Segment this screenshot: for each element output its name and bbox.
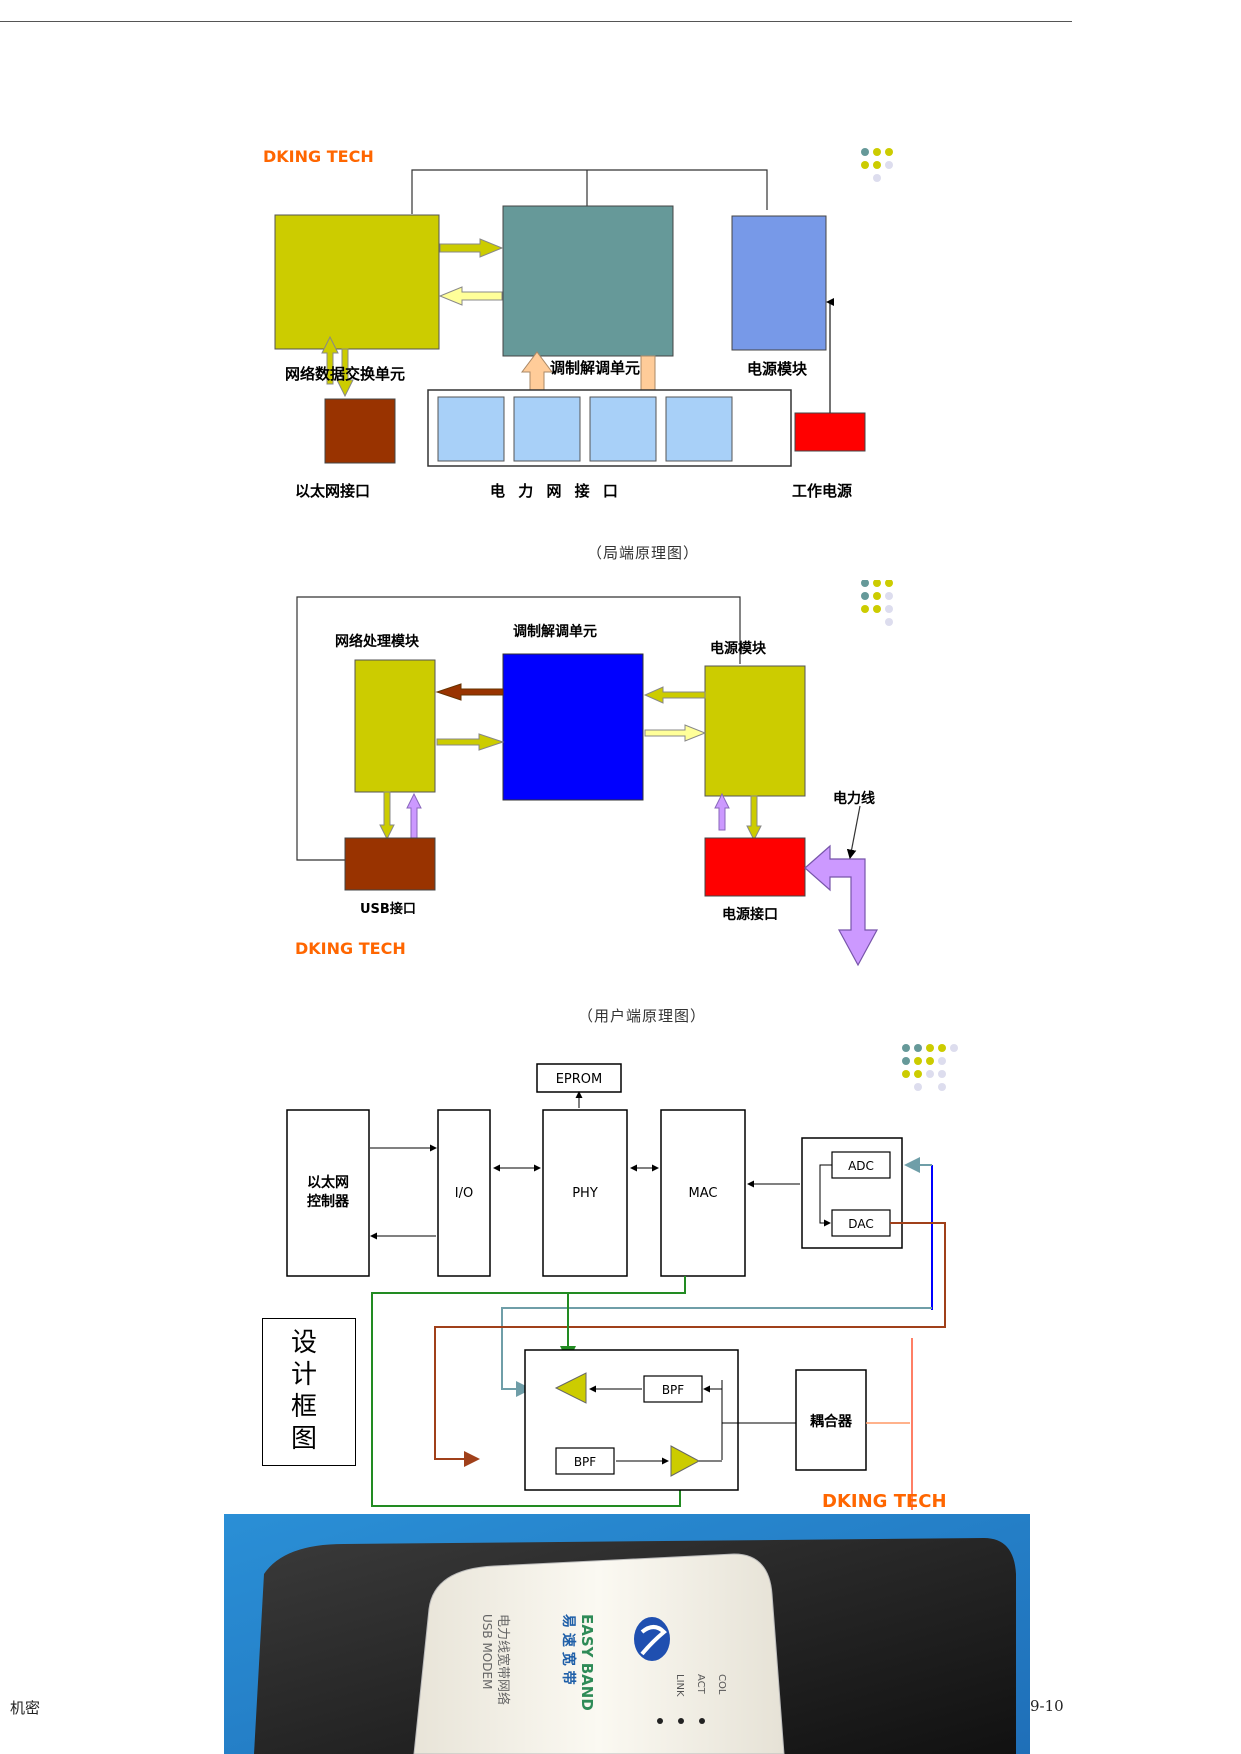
- adc-label: ADC: [848, 1159, 874, 1173]
- brand-logo: DKING TECH: [263, 147, 374, 166]
- footer-right-page: 9-10: [1030, 1697, 1064, 1715]
- logo-text: EASY BAND: [578, 1614, 596, 1711]
- arrow-right: [644, 724, 707, 742]
- dac-block: [831, 1209, 891, 1237]
- dac-label: DAC: [848, 1217, 873, 1231]
- bpf-top-block: [643, 1375, 703, 1403]
- design-frame-label: 设 计 框 图: [262, 1318, 356, 1466]
- product-line-1: 电力线宽带网络: [495, 1614, 511, 1705]
- top-wire: [411, 169, 768, 214]
- modem-block: [502, 653, 644, 801]
- ethernet-ctrl-label-1: 以太网: [307, 1174, 349, 1191]
- mac-block: [660, 1109, 746, 1277]
- brand-text: 易 速 宽 带: [560, 1614, 577, 1685]
- header-rule: [0, 21, 1072, 22]
- led-label-act: ACT: [695, 1674, 706, 1695]
- port-slot: [437, 396, 505, 462]
- power-line-label: 电力线: [833, 790, 875, 807]
- decor-dots: [902, 1044, 958, 1091]
- bpf-bottom-label: BPF: [574, 1455, 596, 1469]
- bpf-bottom-block: [555, 1447, 615, 1475]
- power-module-block: [704, 665, 806, 797]
- ethernet-port-block: [324, 398, 396, 464]
- brand-logo: DKING TECH: [295, 939, 406, 958]
- arrow-right: [439, 238, 504, 258]
- network-module-label: 网络处理模块: [335, 633, 420, 650]
- product-photo: 电力线宽带网络 USB MODEM EASY BAND 易 速 宽 带 LINK…: [224, 1514, 1030, 1754]
- led-label-col: COL: [716, 1674, 727, 1695]
- arrow-left: [435, 683, 504, 701]
- design-block-diagram: EPROM 以太网 控制器 I/O PHY MAC ADC DAC BPF BP…: [286, 1044, 958, 1512]
- arrow-left: [643, 686, 706, 704]
- switch-label: 网络数据交换单元: [285, 365, 405, 383]
- ethernet-ctrl-label-2: 控制器: [307, 1193, 350, 1210]
- phy-block: [542, 1109, 628, 1277]
- switch-unit-block: [274, 214, 440, 350]
- design-frame-text: 设 计 框 图: [291, 1328, 318, 1454]
- network-module-block: [354, 659, 436, 793]
- usb-port-block: [344, 837, 436, 891]
- arrow-up: [321, 335, 339, 385]
- eprom-label: EPROM: [556, 1072, 603, 1087]
- port-slot: [513, 396, 581, 462]
- led-label-link: LINK: [674, 1674, 685, 1697]
- arrow-down: [379, 791, 395, 841]
- user-end-diagram: 网络处理模块 调制解调单元 电源模块 USB接口 电源接口 电力线 DKING …: [295, 580, 893, 967]
- footer-left: 机密: [10, 1699, 41, 1717]
- power-module-label: 电源模块: [747, 360, 808, 378]
- arrow-down: [336, 348, 354, 398]
- central-office-diagram: DKING TECH 网络数据交换单元 调制解调单元 电源模块 以太网接口 电 …: [263, 147, 893, 500]
- ethernet-controller-block: [286, 1109, 370, 1277]
- phy-label: PHY: [572, 1186, 598, 1201]
- product-line-2: USB MODEM: [480, 1614, 494, 1689]
- usb-label: USB接口: [360, 901, 416, 917]
- work-power-label: 工作电源: [792, 482, 852, 500]
- brand-logo: DKING TECH: [822, 1491, 947, 1512]
- arrow-left: [438, 286, 503, 306]
- tx-amplifier-icon: [670, 1445, 701, 1477]
- usb-modem-device: [413, 1553, 785, 1754]
- power-module-label: 电源模块: [710, 640, 767, 657]
- bpf-top-label: BPF: [662, 1383, 684, 1397]
- caption-central-office: （局端原理图）: [587, 544, 700, 562]
- port-slot: [665, 396, 733, 462]
- coupler-block: [795, 1369, 867, 1471]
- modem-label: 调制解调单元: [513, 623, 597, 640]
- arrow-right: [436, 733, 505, 751]
- power-port-block: [704, 837, 806, 897]
- rx-amplifier-icon: [554, 1372, 587, 1404]
- ethernet-label: 以太网接口: [295, 482, 370, 500]
- modem-label: 调制解调单元: [550, 359, 640, 377]
- logo-icon: [634, 1617, 670, 1661]
- power-port-label: 电源接口: [722, 906, 778, 923]
- powerline-label: 电 力 网 接 口: [490, 482, 622, 500]
- work-power-block: [794, 412, 866, 452]
- decor-dots: [861, 580, 893, 626]
- adc-block: [831, 1151, 891, 1179]
- power-line-arrow: [804, 844, 879, 967]
- coupler-label: 耦合器: [810, 1413, 853, 1430]
- power-module-block: [731, 215, 827, 351]
- port-slot: [589, 396, 657, 462]
- io-block: [437, 1109, 491, 1277]
- arrow-down: [746, 795, 762, 842]
- modem-unit-block: [502, 205, 674, 357]
- decor-dots: [861, 148, 893, 182]
- arrow-up: [714, 792, 730, 831]
- caption-user-end: （用户端原理图）: [578, 1007, 707, 1025]
- arrow-up: [406, 792, 422, 840]
- mac-label: MAC: [689, 1186, 718, 1201]
- io-label: I/O: [455, 1186, 473, 1201]
